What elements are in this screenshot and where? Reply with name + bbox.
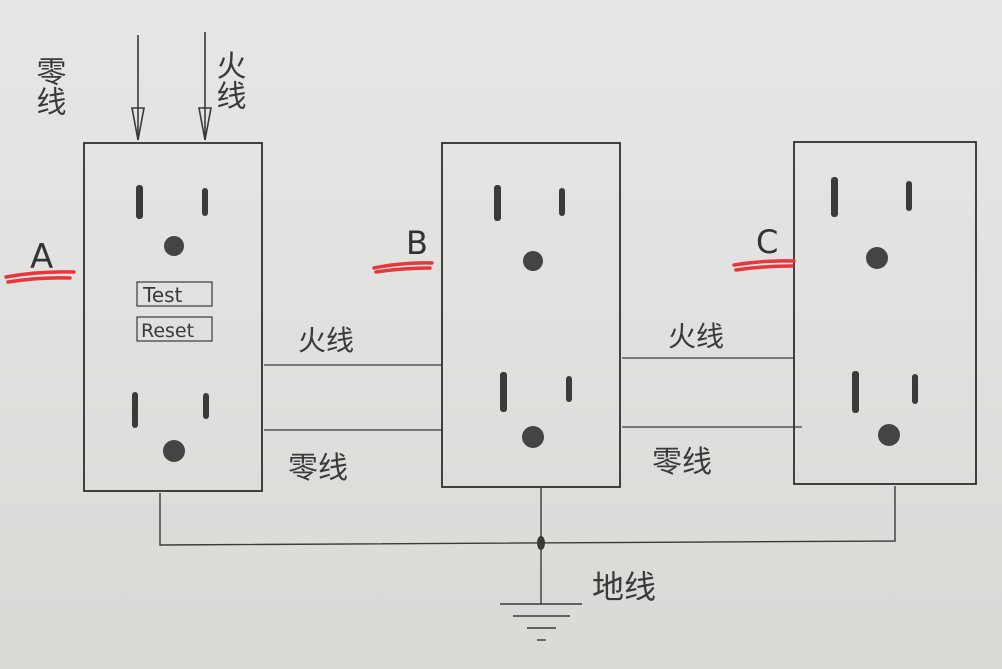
reset-button-label: Reset xyxy=(141,320,194,342)
neutral-feed-arrowhead xyxy=(131,107,145,141)
live-feed-arrowhead xyxy=(198,107,212,141)
outlet-a-top-slot-right xyxy=(202,188,208,216)
outlet-a-top-ground-hole xyxy=(164,236,184,256)
feed-arrows xyxy=(131,32,212,141)
outlet-b-body xyxy=(441,142,621,488)
link-ab-wires xyxy=(264,364,442,431)
live-feed-label: 火线 xyxy=(211,50,246,110)
outlet-b-top-slot-left xyxy=(494,185,501,221)
link-ab-live-label: 火线 xyxy=(298,324,354,357)
outlet-a-bottom-ground-hole xyxy=(163,440,185,462)
outlet-c-top-slot-right xyxy=(906,181,912,211)
outlet-c-bottom-slot-right xyxy=(912,374,918,404)
outlet-a-bottom-slot-right xyxy=(203,393,209,419)
outlet-a-top-slot-left xyxy=(136,185,143,219)
outlet-b-letter: B xyxy=(406,224,428,262)
outlet-c-body xyxy=(793,141,977,485)
outlet-a: Test Reset xyxy=(83,142,263,492)
test-button-label: Test xyxy=(142,283,183,307)
outlet-c-top-slot-left xyxy=(831,177,838,217)
link-bc-neutral-label: 零线 xyxy=(652,445,712,480)
link-ab-neutral-label: 零线 xyxy=(288,451,348,486)
outlet-a-underline xyxy=(4,270,76,284)
outlet-a-letter: A xyxy=(30,237,53,277)
outlet-b-bottom-slot-left xyxy=(500,372,507,412)
test-button[interactable]: Test xyxy=(136,281,213,307)
ground-bus xyxy=(159,486,896,641)
link-bc-wires xyxy=(622,357,802,428)
outlet-b-bottom-ground-hole xyxy=(522,426,544,448)
ground-bus-line xyxy=(159,486,896,546)
outlet-c xyxy=(793,141,977,485)
outlet-b-top-ground-hole xyxy=(523,251,543,271)
outlet-b-underline xyxy=(372,261,434,274)
outlet-b-bottom-slot-right xyxy=(566,376,572,402)
outlet-b-top-slot-right xyxy=(559,188,565,216)
link-bc-live-label: 火线 xyxy=(668,320,724,353)
outlet-c-top-ground-hole xyxy=(866,247,888,269)
outlet-a-body xyxy=(83,142,263,492)
neutral-feed-label-1: 零线 xyxy=(31,56,66,116)
outlet-c-bottom-slot-left xyxy=(852,371,859,413)
outlet-c-bottom-ground-hole xyxy=(878,424,900,446)
ground-label: 地线 xyxy=(592,568,656,606)
outlet-a-bottom-slot-left xyxy=(132,392,138,428)
ground-junction-dot xyxy=(537,536,545,550)
outlet-c-underline xyxy=(732,259,796,272)
outlet-b xyxy=(441,142,621,488)
reset-button[interactable]: Reset xyxy=(136,316,213,342)
outlet-c-letter: C xyxy=(756,223,778,261)
